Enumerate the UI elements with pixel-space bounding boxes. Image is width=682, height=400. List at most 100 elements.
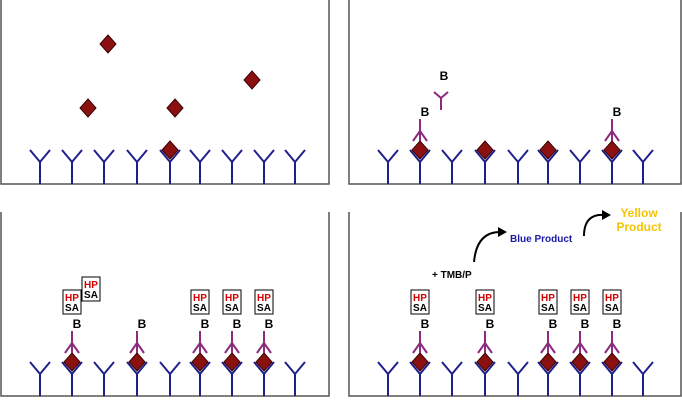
bound-antigen (539, 140, 557, 160)
biotin-label: B (201, 317, 210, 331)
capture-antibody (441, 149, 463, 184)
blue-product-label: Blue Product (510, 234, 573, 245)
detection-antibody (192, 331, 208, 354)
sa-label: SA (225, 303, 239, 314)
reaction-arrow-2 (583, 213, 605, 237)
capture-antibody (377, 149, 399, 184)
capture-antibody (221, 149, 243, 184)
streptavidin-hrp-box (62, 289, 82, 315)
biotin-label: B (581, 317, 590, 331)
capture-antibody (537, 149, 559, 184)
free-detection-antibody (433, 91, 449, 110)
biotin-label: B (73, 317, 82, 331)
bound-antigen (539, 352, 557, 372)
biotin-label: B (421, 105, 430, 119)
bound-antigen (255, 352, 273, 372)
bound-antigen (411, 140, 429, 160)
bound-antigen (603, 352, 621, 372)
capture-antibody (507, 361, 529, 396)
streptavidin-hrp-box (254, 289, 274, 315)
sa-label: SA (478, 303, 492, 314)
sa-label: SA (541, 303, 555, 314)
detection-antibody (129, 331, 145, 354)
capture-antibody (409, 149, 431, 184)
capture-antibody (61, 361, 83, 396)
detection-antibody (256, 331, 272, 354)
capture-antibody (93, 149, 115, 184)
panel-frame (0, 212, 330, 397)
capture-antibody (409, 361, 431, 396)
bound-antigen (476, 352, 494, 372)
capture-antibody (284, 149, 306, 184)
detection-antibody (604, 119, 620, 142)
capture-antibody (537, 361, 559, 396)
detection-antibody (412, 331, 428, 354)
capture-antibody (569, 149, 591, 184)
biotin-label: B (549, 317, 558, 331)
capture-antibody (632, 149, 654, 184)
capture-antibody (29, 149, 51, 184)
sa-label: SA (193, 303, 207, 314)
capture-antibody (474, 361, 496, 396)
bound-antigen (128, 352, 146, 372)
capture-antibody (159, 361, 181, 396)
capture-antibody (253, 361, 275, 396)
free-antigen (79, 98, 97, 118)
detection-antibody (412, 119, 428, 142)
capture-antibody (93, 361, 115, 396)
capture-antibody (569, 361, 591, 396)
yellow-product-label-1: Yellow (620, 206, 658, 220)
hp-label: HP (65, 293, 79, 304)
streptavidin-hrp-box (602, 289, 622, 315)
bound-antigen (161, 140, 179, 160)
detection-antibody (540, 331, 556, 354)
panel-frame (0, 0, 330, 185)
sa-label: SA (413, 303, 427, 314)
substrate-label: + TMB/P (432, 270, 472, 281)
detection-antibody (64, 331, 80, 354)
panel-capture-antigen (0, 0, 330, 185)
capture-antibody (159, 149, 181, 184)
bound-antigen (571, 352, 589, 372)
bound-antigen (603, 140, 621, 160)
detection-antibody (604, 331, 620, 354)
biotin-label: B (613, 317, 622, 331)
detection-antibody (224, 331, 240, 354)
hp-label: HP (225, 293, 239, 304)
capture-antibody (189, 361, 211, 396)
biotin-label: B (138, 317, 147, 331)
hp-label: HP (84, 280, 98, 291)
capture-antibody (29, 361, 51, 396)
arrow-head-1 (498, 227, 507, 237)
yellow-product-label-2: Product (616, 220, 661, 234)
free-antigen (243, 70, 261, 90)
capture-antibody (126, 149, 148, 184)
streptavidin-hrp-box (475, 289, 495, 315)
capture-antibody (377, 361, 399, 396)
capture-antibody (632, 361, 654, 396)
hp-label: HP (193, 293, 207, 304)
hp-label: HP (573, 293, 587, 304)
panel-frame (348, 212, 682, 397)
capture-antibody (474, 149, 496, 184)
sa-label: SA (65, 303, 79, 314)
bound-antigen (191, 352, 209, 372)
hp-label: HP (605, 293, 619, 304)
biotin-label: B (440, 69, 449, 83)
capture-antibody (507, 149, 529, 184)
sa-label: SA (573, 303, 587, 314)
bound-antigen (63, 352, 81, 372)
capture-antibody (189, 149, 211, 184)
biotin-label: B (265, 317, 274, 331)
streptavidin-hrp-box (538, 289, 558, 315)
sa-label: SA (84, 290, 98, 301)
detection-antibody (572, 331, 588, 354)
bound-antigen (476, 140, 494, 160)
biotin-label: B (486, 317, 495, 331)
capture-antibody (61, 149, 83, 184)
streptavidin-hrp-box (190, 289, 210, 315)
